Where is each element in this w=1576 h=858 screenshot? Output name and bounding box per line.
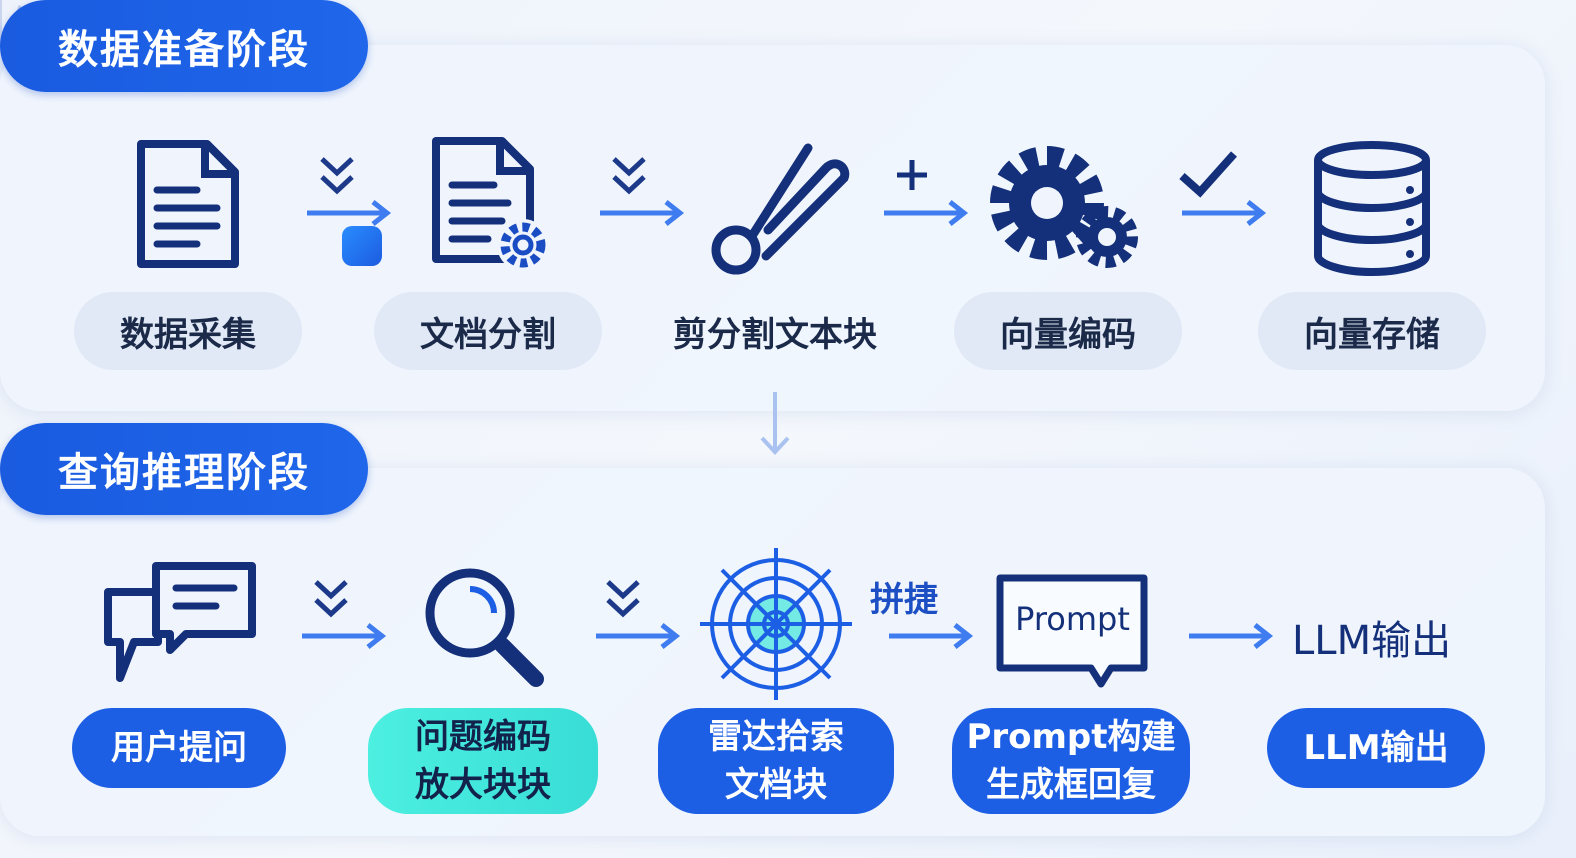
document-gear-icon xyxy=(432,137,549,271)
step-doc-split: 文档分割 xyxy=(374,292,602,370)
app-logo-icon xyxy=(342,226,382,266)
step-vector-store: 向量存储 xyxy=(1258,292,1486,370)
step-vector-encode: 向量编码 xyxy=(954,292,1182,370)
check-icon xyxy=(1179,151,1237,198)
radar-icon xyxy=(700,548,852,700)
step-prompt-build: Prompt构建生成框回复 xyxy=(952,708,1190,814)
stage-title-data-prep: 数据准备阶段 xyxy=(0,0,368,92)
label-line: Prompt构建 xyxy=(966,717,1176,757)
prompt-box-text: Prompt xyxy=(1015,600,1130,638)
arrow-right-icon xyxy=(1182,200,1267,226)
document-icon xyxy=(137,140,239,268)
double-chevron-down-icon xyxy=(314,580,348,618)
arrow-right-icon xyxy=(307,200,392,226)
stage-title-query: 查询推理阶段 xyxy=(0,423,368,515)
step-radar-retrieve: 雷达拾索文档块 xyxy=(658,708,894,814)
plus-icon xyxy=(897,160,927,190)
label-line: 生成框回复 xyxy=(985,765,1156,805)
llm-output-heading: LLM输出 xyxy=(1292,618,1452,664)
arrow-down-icon xyxy=(760,392,790,455)
arrow-right-icon xyxy=(884,200,969,226)
label-line: 雷达拾索 xyxy=(708,717,844,757)
label-line: 放大块块 xyxy=(415,765,551,805)
prompt-box-icon xyxy=(996,574,1148,688)
gears-icon xyxy=(990,146,1138,268)
scissors-icon xyxy=(711,143,850,275)
step-text-chunk: 剪分割文本块 xyxy=(673,314,877,355)
database-icon xyxy=(1314,141,1430,277)
magnifier-icon xyxy=(425,568,544,687)
arrow-right-icon xyxy=(600,200,685,226)
arrow-right-icon xyxy=(302,623,387,649)
chat-bubbles-icon xyxy=(104,562,256,682)
step-data-collection: 数据采集 xyxy=(74,292,302,370)
step-user-question: 用户提问 xyxy=(72,708,286,788)
label-line: 问题编码 xyxy=(415,717,551,757)
arrow-right-icon xyxy=(889,623,974,649)
concat-label: 拼捷 xyxy=(870,580,938,620)
arrow-right-icon xyxy=(1189,623,1274,649)
label-line: 文档块 xyxy=(725,765,827,805)
step-llm-output: LLM输出 xyxy=(1267,708,1485,788)
double-chevron-down-icon xyxy=(606,580,640,618)
arrow-right-icon xyxy=(596,623,681,649)
step-question-encode: 问题编码放大块块 xyxy=(368,708,598,814)
double-chevron-down-icon xyxy=(320,157,354,195)
double-chevron-down-icon xyxy=(612,157,646,195)
